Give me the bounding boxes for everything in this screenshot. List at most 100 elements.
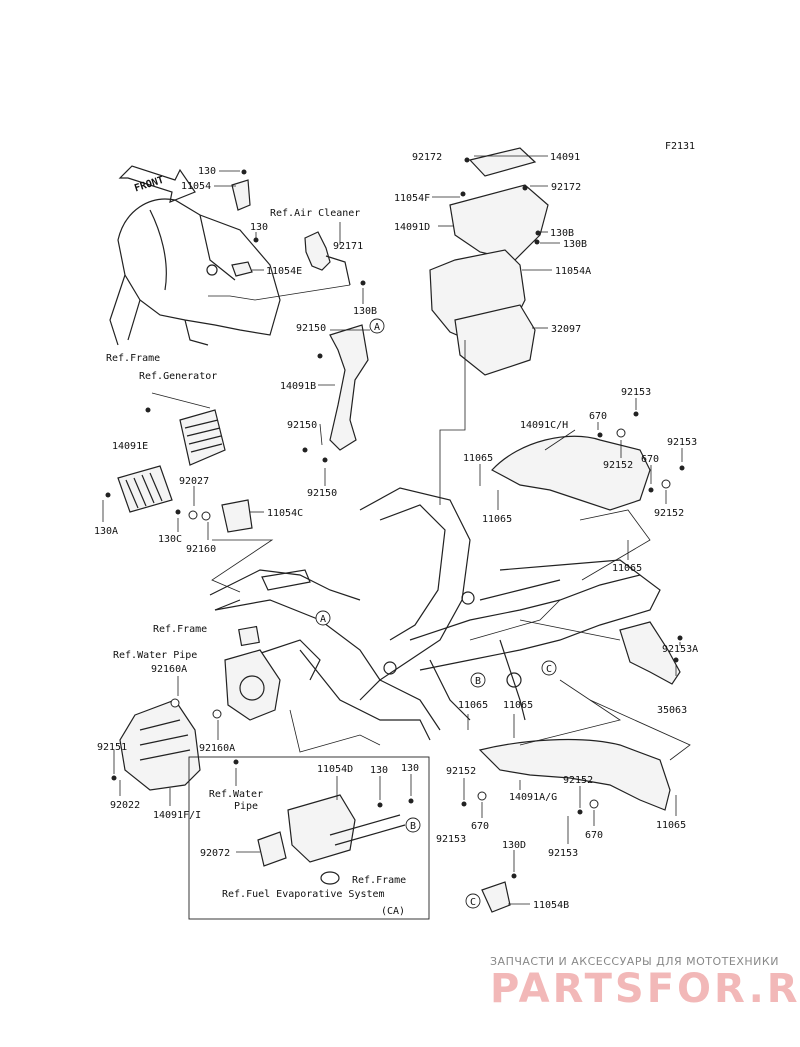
side-cover-14091ch-drawing: [491, 435, 651, 511]
battery-cover-14091-drawing: [468, 147, 537, 177]
part-92153-2: 92153: [667, 437, 697, 448]
part-35063: 35063: [657, 705, 687, 716]
part-92152-4: 92152: [563, 775, 593, 786]
ref-water-pipe-bottom-2: Pipe: [234, 801, 258, 812]
ref-frame-ca: Ref.Frame: [352, 875, 406, 886]
cover-14091fi-drawing: [119, 699, 201, 791]
part-92153a: 92153A: [662, 644, 698, 655]
part-11054: 11054: [181, 181, 211, 192]
part-92152-2: 92152: [654, 508, 684, 519]
ref-water-pipe-top: Ref.Water Pipe: [113, 650, 197, 661]
part-14091: 14091: [550, 152, 580, 163]
part-670-2: 670: [641, 454, 659, 465]
marker-a-top: A: [374, 322, 380, 333]
part-14091ch: 14091C/H: [520, 420, 568, 431]
part-92150-2: 92150: [287, 420, 317, 431]
part-11054a: 11054A: [555, 266, 591, 277]
part-14091b: 14091B: [280, 381, 316, 392]
part-670-1: 670: [589, 411, 607, 422]
dashed-guides: [208, 284, 691, 761]
part-92151: 92151: [97, 742, 127, 753]
watermark: ЗАПЧАСТИ И АКСЕССУАРЫ ДЛЯ МОТОТЕХНИКИ PA…: [490, 955, 800, 1012]
marker-b-frame: B: [475, 676, 481, 687]
part-92160a-2: 92160A: [199, 743, 235, 754]
part-11054b: 11054B: [533, 900, 569, 911]
ca-variant-box: [188, 756, 430, 920]
part-14091e: 14091E: [112, 441, 148, 452]
canister-92072-drawing: [257, 831, 287, 867]
part-92153-1: 92153: [621, 387, 651, 398]
part-130d: 130D: [502, 840, 526, 851]
diagram-code: F2131: [665, 141, 695, 152]
part-11065-4: 11065: [458, 700, 488, 711]
part-11054e: 11054E: [266, 266, 302, 277]
part-11054f: 11054F: [394, 193, 430, 204]
water-pipe-housing-drawing: [224, 649, 281, 721]
ref-frame-top: Ref.Frame: [106, 353, 160, 364]
part-92027: 92027: [179, 476, 209, 487]
part-92150-1: 92150: [296, 323, 326, 334]
bracket-11054-drawing: [231, 179, 251, 211]
regulator-drawing: [179, 409, 226, 466]
part-130-b: 130: [250, 222, 268, 233]
part-92152-3: 92152: [446, 766, 476, 777]
watermark-logo: PARTSFOR.RU: [490, 966, 800, 1012]
part-92172-2: 92172: [551, 182, 581, 193]
part-130b-2: 130B: [550, 228, 574, 239]
leader-lines: [102, 155, 683, 905]
marker-b-ca: B: [410, 821, 416, 832]
air-cleaner-fitting-drawing: [304, 231, 331, 271]
part-130-c: 130: [370, 765, 388, 776]
front-arrow-icon: [118, 165, 196, 203]
part-drawings: [109, 147, 681, 913]
part-11065-5: 11065: [503, 700, 533, 711]
part-92022: 92022: [110, 800, 140, 811]
part-11065-2: 11065: [482, 514, 512, 525]
part-11065-6: 11065: [656, 820, 686, 831]
frame-head-drawing: [117, 198, 281, 336]
marker-c-bottom: C: [470, 897, 476, 908]
ca-label: (CA): [381, 906, 405, 917]
part-92172-1: 92172: [412, 152, 442, 163]
ref-water-pipe-bottom-1: Ref.Water: [209, 789, 263, 800]
part-92072: 92072: [200, 848, 230, 859]
ref-air-cleaner: Ref.Air Cleaner: [270, 208, 360, 219]
part-32097: 32097: [551, 324, 581, 335]
part-14091ag: 14091A/G: [509, 792, 557, 803]
part-130c: 130C: [158, 534, 182, 545]
part-14091fi: 14091F/I: [153, 810, 201, 821]
cover-14091b-drawing: [329, 324, 369, 451]
part-92152-1: 92152: [603, 460, 633, 471]
part-670-4: 670: [585, 830, 603, 841]
part-130a: 130A: [94, 526, 118, 537]
ref-frame-mid: Ref.Frame: [153, 624, 207, 635]
marker-c-frame: C: [546, 664, 552, 675]
canister-11054d-drawing: [287, 794, 356, 863]
part-92153-3: 92153: [436, 834, 466, 845]
part-11054d: 11054D: [317, 764, 353, 775]
watermark-tagline: ЗАПЧАСТИ И АКСЕССУАРЫ ДЛЯ МОТОТЕХНИКИ: [490, 955, 779, 968]
battery-tray-14091d-drawing: [449, 184, 549, 261]
part-130b-3: 130B: [563, 239, 587, 250]
reference-markers: [315, 318, 557, 909]
main-frame-drawing: [209, 487, 661, 741]
part-11065-3: 11065: [612, 563, 642, 574]
bracket-35063-drawing: [619, 621, 681, 685]
part-130-d: 130: [401, 763, 419, 774]
battery-32097-drawing: [454, 304, 536, 376]
marker-a-mid: A: [320, 614, 326, 625]
part-92153-4: 92153: [548, 848, 578, 859]
part-670-3: 670: [471, 821, 489, 832]
ref-generator: Ref.Generator: [139, 371, 217, 382]
side-cover-14091ag-drawing: [478, 738, 671, 811]
part-130-top: 130: [198, 166, 216, 177]
bracket-11054b-drawing: [481, 881, 511, 913]
part-92150-3: 92150: [307, 488, 337, 499]
part-14091d: 14091D: [394, 222, 430, 233]
fasteners: [105, 157, 685, 879]
part-92160: 92160: [186, 544, 216, 555]
grille-14091e-drawing: [117, 465, 173, 513]
ref-fuel-evap: Ref.Fuel Evaporative System: [222, 889, 385, 900]
part-11065-1: 11065: [463, 453, 493, 464]
